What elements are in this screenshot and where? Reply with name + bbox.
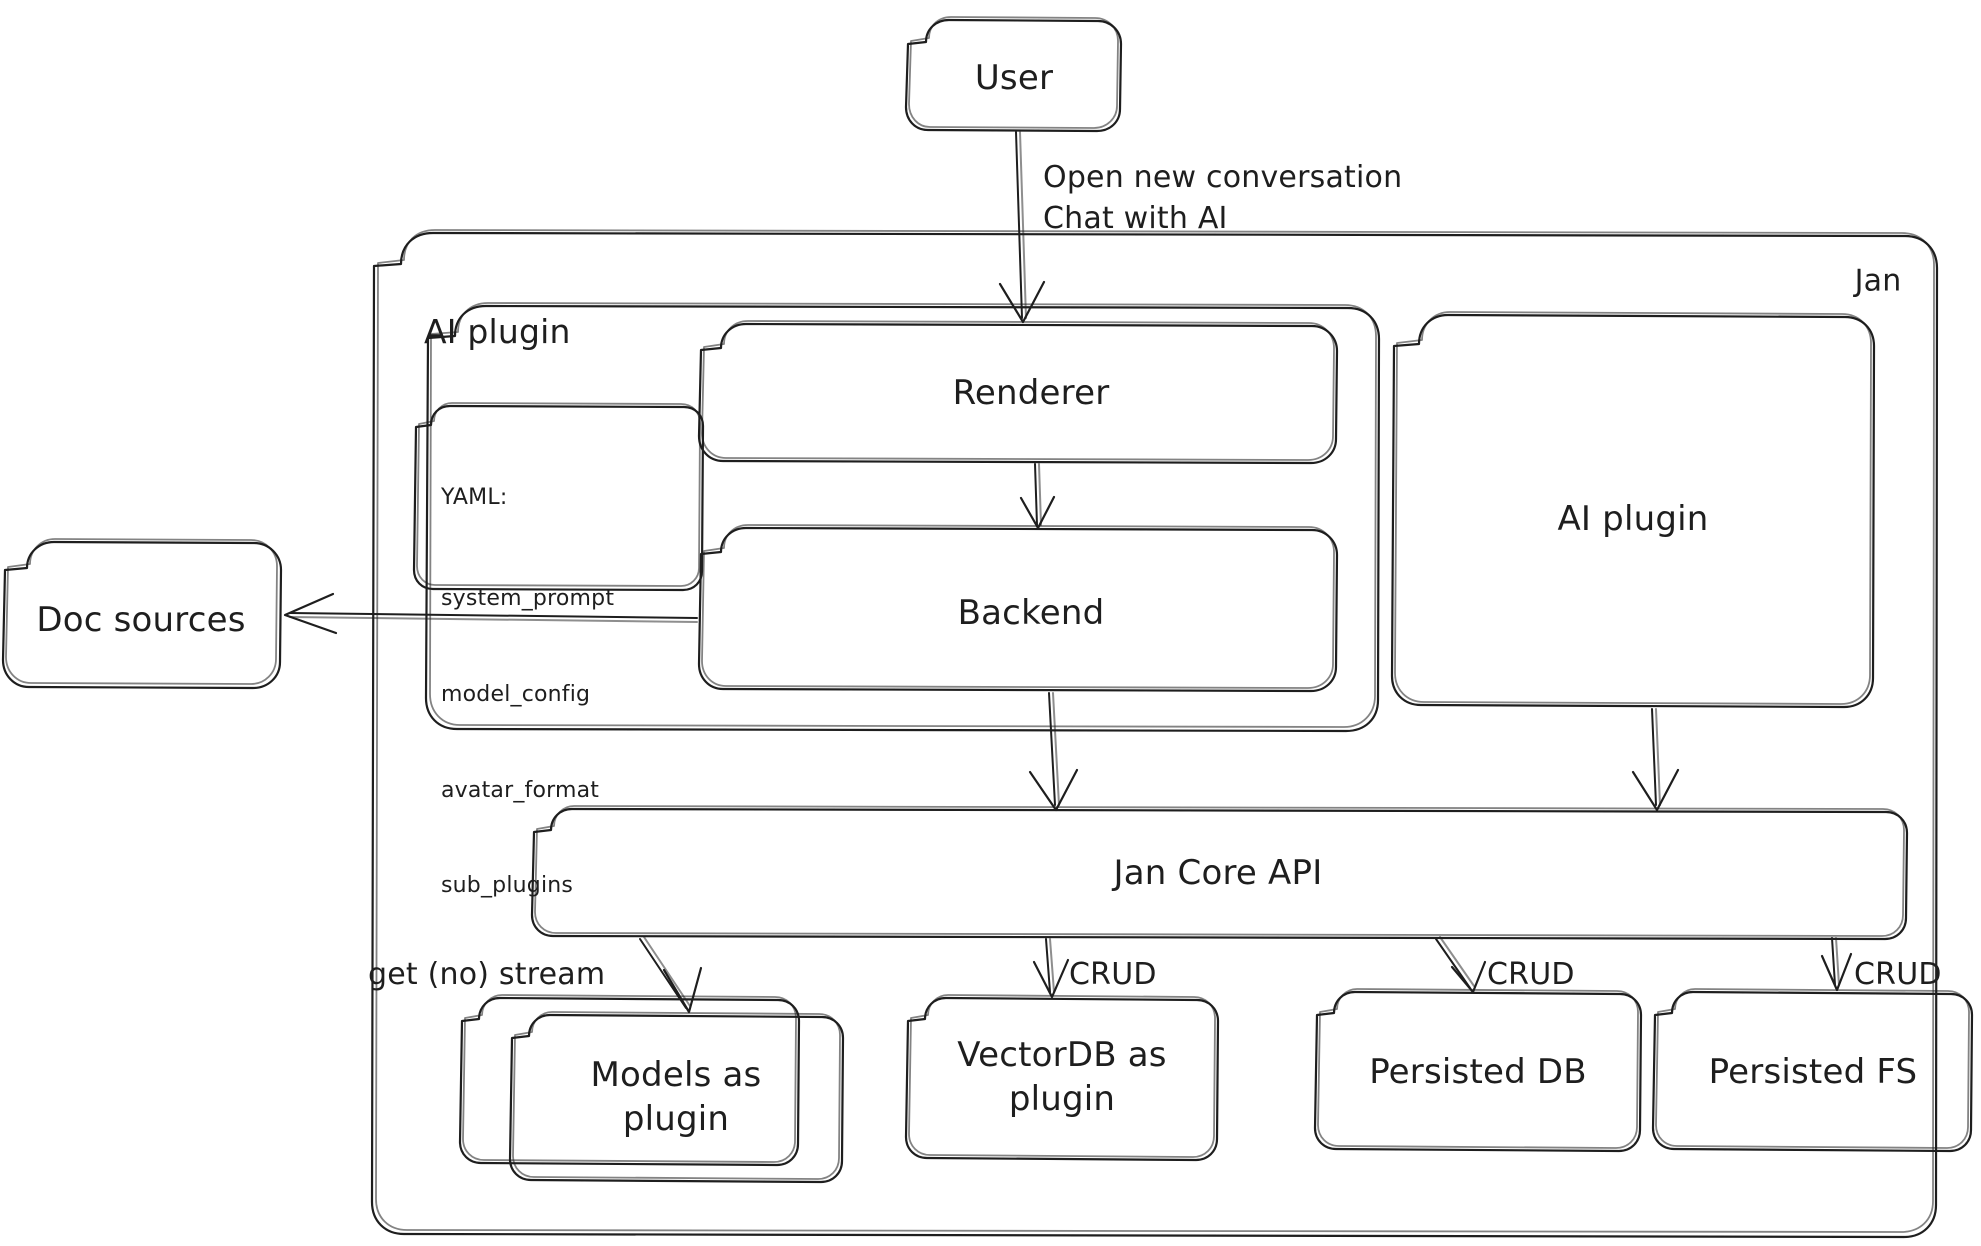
node-user-label[interactable]: User (974, 57, 1054, 98)
edge-core-to-vectordb (1032, 938, 1070, 999)
edge-core-to-persisted-db (1435, 936, 1487, 994)
node-persisted-fs-label[interactable]: Persisted FS (1708, 1051, 1918, 1092)
edge-core-to-models (639, 936, 703, 1014)
yaml-key-model-config: model_config (441, 682, 591, 708)
container-ai-plugin-group-label: AI plugin (424, 312, 571, 351)
node-vectordb-plugin-shape (904, 994, 1220, 1162)
node-renderer-shape (697, 320, 1339, 465)
node-doc-sources-label[interactable]: Doc sources (36, 599, 246, 640)
node-persisted-db-label[interactable]: Persisted DB (1369, 1051, 1587, 1092)
node-renderer-label[interactable]: Renderer (952, 372, 1110, 413)
node-models-plugin-label[interactable]: Models as plugin (590, 1054, 762, 1139)
edge-label-user-to-renderer: Open new conversation Chat with AI (1043, 160, 1403, 236)
node-jan-core-api-shape (530, 805, 1909, 941)
node-models-plugin-back-shape (458, 994, 801, 1167)
edge-backend-to-doc-sources (283, 592, 698, 635)
container-jan-label: Jan (1854, 263, 1902, 299)
yaml-card-text: YAML: system_prompt model_config avatar_… (441, 418, 614, 966)
edge-ai-plugin-to-core-api (1631, 708, 1680, 812)
edge-label-get-no-stream: get (no) stream (368, 957, 606, 992)
edge-backend-to-core-api (1028, 692, 1079, 812)
node-persisted-fs-shape (1651, 988, 1974, 1153)
container-jan (370, 229, 1939, 1239)
node-doc-sources-shape (1, 538, 283, 690)
yaml-key-system-prompt: system_prompt (441, 586, 615, 612)
yaml-key-avatar-format: avatar_format (441, 777, 600, 803)
yaml-key-sub-plugins: sub_plugins (441, 873, 574, 899)
edge-core-to-persisted-fs (1820, 937, 1853, 992)
node-backend-shape (697, 524, 1339, 693)
yaml-card-shape (412, 402, 705, 592)
node-models-plugin-shape (508, 1011, 845, 1184)
edge-label-crud-persisted-db: CRUD (1487, 957, 1575, 992)
container-ai-plugin-group (424, 302, 1381, 733)
edge-label-crud-vectordb: CRUD (1069, 957, 1157, 992)
node-backend-label[interactable]: Backend (957, 592, 1105, 633)
node-vectordb-plugin-label[interactable]: VectorDB as plugin (957, 1034, 1167, 1119)
node-jan-core-api-label[interactable]: Jan Core API (1113, 852, 1323, 893)
yaml-heading: YAML: (441, 484, 508, 510)
edge-label-crud-persisted-fs: CRUD (1854, 957, 1942, 992)
node-ai-plugin-label[interactable]: AI plugin (1557, 498, 1709, 539)
edge-renderer-to-backend (1019, 463, 1056, 530)
node-persisted-db-shape (1313, 988, 1643, 1153)
node-user-shape (904, 16, 1123, 133)
edge-user-to-renderer (998, 131, 1046, 324)
node-ai-plugin-shape (1390, 311, 1876, 709)
